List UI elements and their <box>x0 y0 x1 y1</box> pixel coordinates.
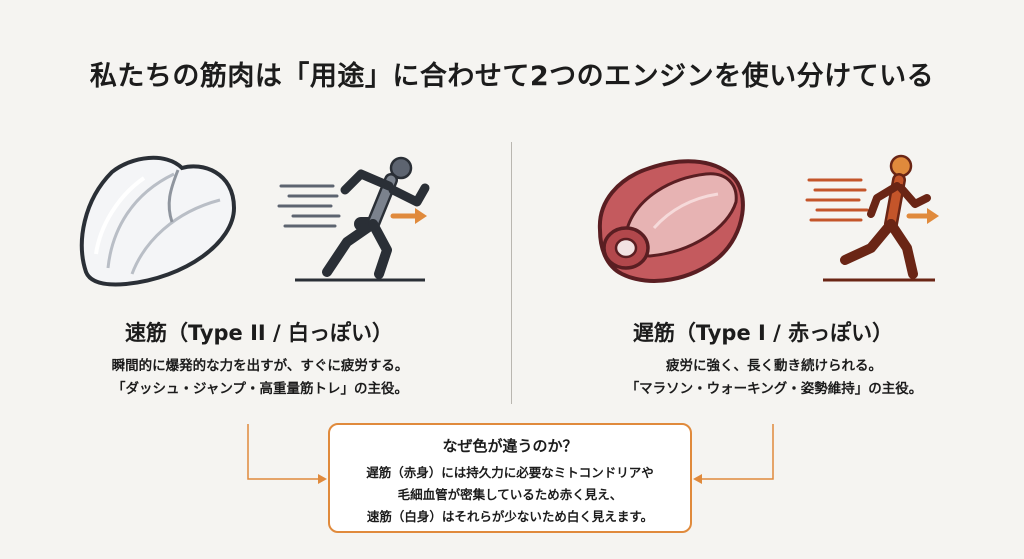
fast-desc-line-2: 「ダッシュ・ジャンプ・高重量筋トレ」の主役。 <box>112 381 408 397</box>
explanation-line-1: 遅筋（赤身）には持久力に必要なミトコンドリアや <box>366 465 654 480</box>
slow-desc-line-2: 「マラソン・ウォーキング・姿勢維持」の主役。 <box>625 381 923 397</box>
fast-heading: 速筋（Type II / 白っぽい） <box>124 321 394 345</box>
jogger-icon <box>805 154 939 282</box>
red-muscle-icon <box>597 159 745 283</box>
explanation-box: なぜ色が違うのか？ 遅筋（赤身）には持久力に必要なミトコンドリアや 毛細血管が密… <box>328 423 692 533</box>
fast-desc-line-1: 瞬間的に爆発的な力を出すが、すぐに疲労する。 <box>111 358 409 374</box>
center-divider <box>511 142 512 404</box>
explanation-line-3: 速筋（白身）はそれらが少ないため白く見えます。 <box>366 509 654 524</box>
page-title: 私たちの筋肉は「用途」に合わせて2つのエンジンを使い分けている <box>89 61 935 92</box>
explanation-title: なぜ色が違うのか？ <box>442 437 578 455</box>
slow-desc-line-1: 疲労に強く、長く動き続けられる。 <box>666 358 882 374</box>
slow-heading: 遅筋（Type I / 赤っぽい） <box>632 321 894 345</box>
white-muscle-icon <box>79 155 237 287</box>
sprinter-icon <box>277 156 430 282</box>
explanation-line-2: 毛細血管が密集しているため赤く見え、 <box>397 487 623 502</box>
